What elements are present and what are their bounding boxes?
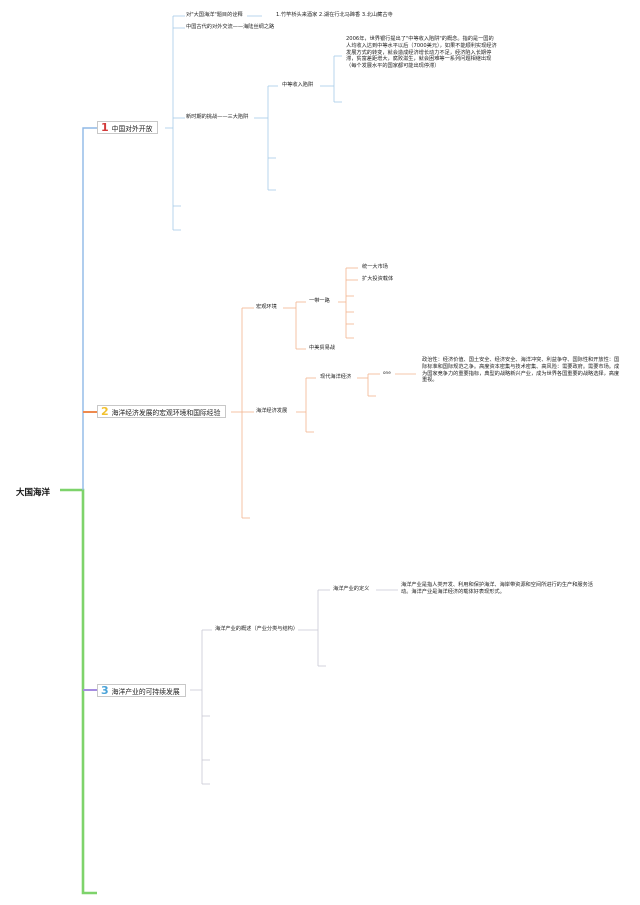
category-1-node[interactable]: 1 中国对外开放 — [97, 121, 159, 134]
branch-3-connectors — [190, 589, 398, 785]
macro-environment-node[interactable]: 宏观环境 — [256, 304, 277, 310]
category-2-label: 海洋经济发展的宏观环境和国际经验 — [111, 408, 221, 417]
root-topic[interactable]: 大国海洋 — [16, 488, 51, 498]
marine-industry-overview-node[interactable]: 海洋产业的概述（产业分类与结构） — [215, 626, 299, 632]
sino-us-trade-war-node[interactable]: 中美贸易战 — [309, 345, 335, 351]
trunk-blue-connector — [82, 127, 97, 490]
category-1-number: 1 — [101, 121, 109, 134]
slogan-node[interactable]: 对"大国海洋"题目的诠释 — [186, 12, 243, 18]
belt-item-2[interactable]: 扩大投资载体 — [362, 276, 394, 282]
modern-marine-economy-tag[interactable]: one — [383, 370, 391, 375]
slogan-detail-node[interactable]: 1.竹竿桥头来酒家 2.湖在行北马蹄香 3.北山藏古寺 — [276, 12, 393, 18]
trunk-green-connector — [60, 488, 97, 895]
branch-2-connectors — [231, 267, 416, 519]
ancient-exchange-node[interactable]: 中国古代的对外交流——海陆丝绸之路 — [186, 24, 275, 30]
belt-item-1[interactable]: 统一大市场 — [362, 264, 388, 270]
marine-industry-definition-note[interactable]: 海洋产业是指人类开发、利用和保护海洋、海岸带资源和空间所进行的生产和服务活动。海… — [401, 582, 593, 595]
branch-1-connectors — [165, 15, 342, 231]
marine-economy-development-node[interactable]: 海洋经济发展 — [256, 408, 288, 414]
modern-marine-economy-node[interactable]: 现代海洋经济 — [320, 374, 352, 380]
category-3-number: 3 — [101, 684, 109, 697]
marine-industry-definition-node[interactable]: 海洋产业的定义 — [333, 586, 370, 592]
category-1-label: 中国对外开放 — [111, 124, 153, 133]
middle-income-trap-node[interactable]: 中等收入陷阱 — [282, 82, 314, 88]
category-2-node[interactable]: 2 海洋经济发展的宏观环境和国际经验 — [97, 405, 227, 418]
category-3-node[interactable]: 3 海洋产业的可持续发展 — [97, 684, 186, 697]
belt-and-road-node[interactable]: 一带一路 — [309, 298, 330, 304]
category-2-number: 2 — [101, 405, 109, 418]
category-3-label: 海洋产业的可持续发展 — [111, 687, 180, 696]
middle-income-trap-note[interactable]: 2006年，世界银行提出了"中等收入陷阱"的概念。指的是一国的人均收入达到中等水… — [346, 36, 497, 70]
modern-marine-economy-note[interactable]: 政治性：经济价值、国土安全、经济安全、海洋冲突、利益争夺、国际性和开放性：国际标… — [422, 357, 620, 384]
new-era-challenge-node[interactable]: 新时期的挑战——三大陷阱 — [186, 114, 249, 120]
